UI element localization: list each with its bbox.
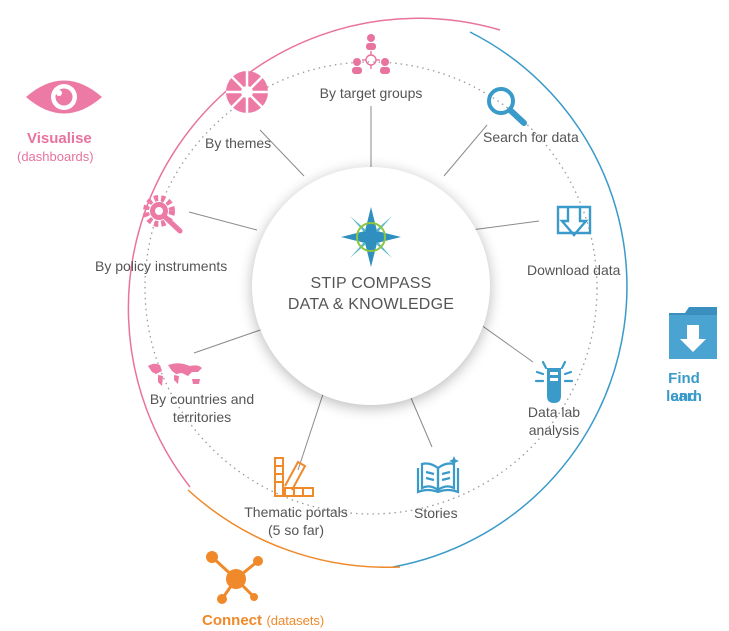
download-data-label[interactable]: Download data: [527, 262, 621, 278]
find-arc: [392, 31, 628, 568]
open-book-icon[interactable]: [414, 456, 462, 496]
wrench-gear-icon[interactable]: [140, 193, 184, 235]
magnifier-icon[interactable]: [484, 85, 528, 127]
data-lab-label-line1[interactable]: Data lab: [527, 404, 581, 420]
test-tube-icon[interactable]: [533, 360, 575, 404]
by-policy-instruments-label[interactable]: By policy instruments: [95, 258, 228, 274]
search-for-data-label[interactable]: Search for data: [483, 129, 579, 145]
folder-download-icon[interactable]: [667, 305, 719, 361]
connect-subtitle: (datasets): [266, 613, 325, 628]
stories-label[interactable]: Stories: [414, 505, 458, 521]
by-countries-label-line2[interactable]: territories: [172, 409, 232, 425]
visualise-arc: [127, 17, 501, 488]
find-learn-title-line1[interactable]: Find and: [668, 370, 700, 405]
data-lab-label-line2[interactable]: analysis: [528, 422, 580, 438]
download-tray-icon[interactable]: [554, 203, 594, 243]
eye-icon[interactable]: [24, 72, 104, 122]
center-title-line1: STIP COMPASS: [310, 275, 432, 292]
thematic-portals-label-line2[interactable]: (5 so far): [267, 522, 324, 538]
spokes: [188, 106, 540, 471]
compass-icon: [341, 207, 401, 267]
network-nodes-icon[interactable]: [204, 549, 266, 607]
find-learn-title-line2[interactable]: learn: [666, 388, 702, 405]
dotted-ring: [144, 61, 598, 515]
center-title-line2: DATA & KNOWLEDGE: [287, 296, 455, 313]
visualise-subtitle: (dashboards): [17, 149, 94, 164]
connect-arc: [187, 489, 401, 569]
swatch-fan-icon[interactable]: [272, 456, 316, 498]
thematic-portals-label-line1[interactable]: Thematic portals: [244, 504, 348, 520]
visualise-title[interactable]: Visualise: [27, 130, 92, 147]
world-map-icon[interactable]: [146, 362, 204, 388]
center-hub: STIP COMPASS DATA & KNOWLEDGE: [252, 167, 490, 405]
by-target-groups-label[interactable]: By target groups: [319, 85, 423, 101]
connect-title[interactable]: Connect: [202, 612, 262, 629]
by-countries-label-line1[interactable]: By countries and: [149, 391, 255, 407]
by-themes-label[interactable]: By themes: [205, 135, 272, 151]
themes-wheel-icon[interactable]: [225, 70, 269, 114]
connect-label: Connect (datasets): [202, 612, 324, 630]
target-groups-icon[interactable]: [350, 33, 392, 77]
